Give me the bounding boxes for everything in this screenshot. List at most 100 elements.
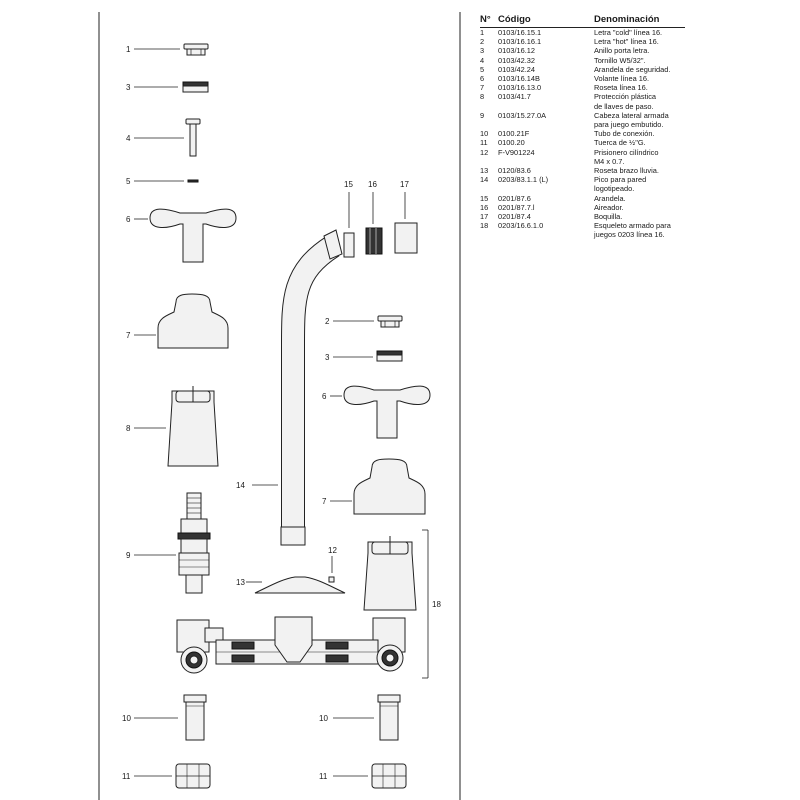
row-code: 0103/16.12 — [498, 46, 535, 56]
part-7-rosette-left — [157, 293, 229, 349]
table-row: 2 0103/16.16.1 Letra "hot" línea 16. — [480, 37, 685, 46]
table-row: 1 0103/16.15.1 Letra "cold" línea 16. — [480, 28, 685, 37]
header-code: Código — [498, 14, 531, 25]
row-name: Tornillo W5/32". — [594, 55, 646, 65]
header-name: Denominación — [594, 14, 660, 25]
part-14-spout — [280, 229, 343, 546]
part-10-connection-tube-left — [183, 694, 207, 741]
row-number: 1 — [480, 28, 485, 37]
part-18-assembled-body — [176, 536, 417, 674]
row-number: 9 — [480, 110, 485, 120]
row-code: 0120/83.6 — [498, 166, 531, 176]
row-name: Aireador. — [594, 202, 624, 212]
row-number: 13 — [480, 166, 489, 176]
callout-13: 13 — [236, 578, 245, 587]
row-code: 0103/16.14B — [498, 74, 540, 84]
row-code: 0201/87.7.l — [498, 202, 535, 212]
part-4-screw — [185, 118, 201, 157]
row-name: Tuerca de ½"G. — [594, 138, 646, 148]
part-8-plastic-cover — [167, 386, 219, 467]
callout-10-right: 10 — [319, 714, 328, 723]
parts-table-header: N° Código Denominación — [480, 14, 685, 28]
row-name: Volante línea 16. — [594, 74, 650, 84]
part-7-rosette-right — [353, 458, 426, 515]
row-code: 0103/16.16.1 — [498, 37, 542, 47]
callout-5: 5 — [126, 177, 131, 186]
row-number: 17 — [480, 212, 489, 222]
row-number: 16 — [480, 202, 489, 212]
part-3-ring-top — [182, 81, 209, 93]
row-code: 0103/16.13.0 — [498, 83, 542, 93]
parts-table-body: 1 0103/16.15.1 Letra "cold" línea 16. 2 0103… — [480, 28, 685, 240]
row-code: 0103/42.24 — [498, 64, 535, 74]
callout-16: 16 — [368, 180, 377, 189]
row-code: 0103/41.7 — [498, 92, 531, 102]
row-number: 4 — [480, 55, 485, 65]
part-6-handle-left — [149, 208, 237, 263]
row-name: Pico para pared logotipeado. — [594, 175, 647, 194]
row-name: Anillo porta letra. — [594, 46, 650, 56]
callout-18: 18 — [432, 600, 441, 609]
callout-9: 9 — [126, 551, 131, 560]
table-row: 10 0100.21F Tubo de conexión. — [480, 129, 685, 138]
part-9-valve-head — [177, 492, 211, 594]
row-name: Boquilla. — [594, 212, 623, 222]
row-code: 0103/16.15.1 — [498, 28, 542, 37]
row-code: 0100.21F — [498, 129, 530, 139]
row-code: 0203/16.6.1.0 — [498, 221, 544, 231]
part-2-letter-hot — [377, 315, 403, 328]
callout-7-right: 7 — [322, 497, 327, 506]
callout-3-top: 3 — [126, 83, 131, 92]
part-3-ring-right — [376, 350, 403, 362]
row-code: 0103/15.27.0A — [498, 110, 547, 120]
part-11-nut-right — [371, 763, 407, 789]
row-number: 10 — [480, 129, 489, 139]
callout-6-right: 6 — [322, 392, 327, 401]
row-name: Arandela de seguridad. — [594, 64, 671, 74]
table-row: 5 0103/42.24 Arandela de seguridad. — [480, 65, 685, 74]
callout-11-left: 11 — [122, 772, 131, 781]
row-name: Cabeza lateral armada para juego embutid… — [594, 110, 669, 130]
row-number: 12 — [480, 147, 489, 157]
part-13-shower-rosette — [254, 576, 346, 594]
row-name: Roseta brazo lluvia. — [594, 166, 659, 176]
callout-11-right: 11 — [319, 772, 328, 781]
row-number: 6 — [480, 74, 485, 84]
row-number: 5 — [480, 64, 485, 74]
table-row: 13 0120/83.6 Roseta brazo lluvia. — [480, 166, 685, 175]
row-code: 0100.20 — [498, 138, 525, 148]
row-code: 0203/83.1.1 (L) — [498, 175, 549, 185]
callout-17: 17 — [400, 180, 409, 189]
row-number: 3 — [480, 46, 485, 56]
callout-12: 12 — [328, 546, 337, 555]
part-17-nozzle — [394, 222, 418, 254]
part-15-washer — [343, 232, 355, 258]
row-code: 0201/87.6 — [498, 193, 531, 203]
part-12-set-screw — [328, 576, 335, 583]
row-number: 2 — [480, 37, 485, 47]
table-row: 16 0201/87.7.l Aireador. — [480, 203, 685, 212]
row-number: 11 — [480, 138, 488, 148]
row-number: 18 — [480, 221, 489, 231]
row-name: Letra "cold" línea 16. — [594, 28, 663, 37]
callout-6-left: 6 — [126, 215, 131, 224]
part-6-handle-right — [343, 385, 431, 439]
part-10-connection-tube-right — [377, 694, 401, 741]
callout-10-left: 10 — [122, 714, 131, 723]
row-name: Tubo de conexión. — [594, 129, 655, 139]
header-number: N° — [480, 14, 491, 25]
table-row: 3 0103/16.12 Anillo porta letra. — [480, 46, 685, 55]
callout-14: 14 — [236, 481, 245, 490]
callout-3-right: 3 — [325, 353, 330, 362]
callout-4: 4 — [126, 134, 131, 143]
callout-2: 2 — [325, 317, 330, 326]
row-name: Letra "hot" línea 16. — [594, 37, 659, 47]
